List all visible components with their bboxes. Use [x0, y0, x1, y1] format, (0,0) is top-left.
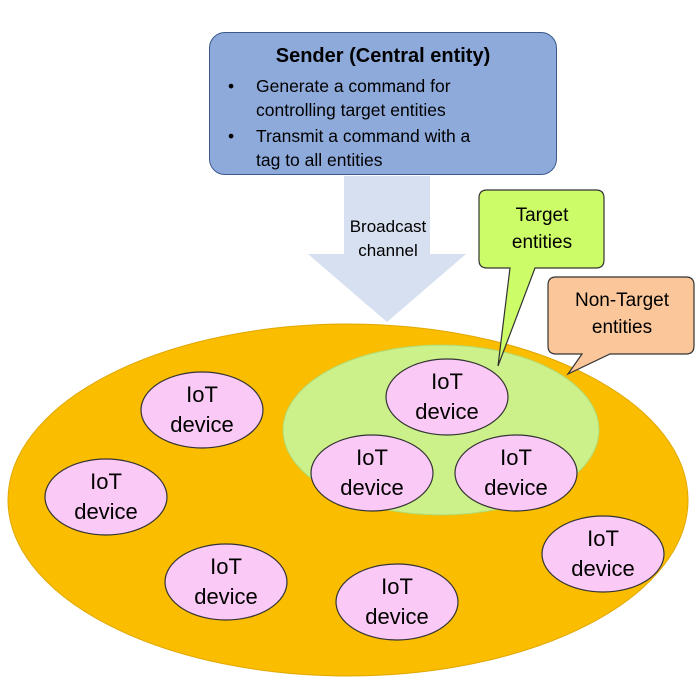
- iot-device-ellipse: [140, 371, 264, 449]
- iot-device-label: IoT device: [337, 572, 457, 632]
- iot-device-line: device: [415, 399, 479, 424]
- sender-item-line: Generate a command for: [256, 76, 451, 96]
- target-callout-line: Target: [515, 205, 569, 226]
- iot-device-label: IoT device: [142, 380, 262, 440]
- iot-device-ellipse: [541, 515, 665, 593]
- iot-device-line: IoT: [90, 469, 122, 494]
- target-callout-label: Target entities: [484, 202, 600, 256]
- iot-device-line: IoT: [356, 445, 388, 470]
- iot-device-line: IoT: [500, 445, 532, 470]
- iot-device-label: IoT device: [387, 367, 507, 427]
- sender-list: • Generate a command for controlling tar…: [228, 74, 538, 172]
- bullet: •: [228, 126, 235, 146]
- iot-device-ellipse: [310, 434, 434, 512]
- nontarget-callout-bubble: [547, 276, 695, 376]
- iot-device-line: device: [194, 584, 258, 609]
- nontarget-callout-line: entities: [591, 317, 653, 338]
- iot-device-line: device: [340, 475, 404, 500]
- iot-device-line: device: [484, 475, 548, 500]
- iot-device-label: IoT device: [312, 443, 432, 503]
- iot-device-label: IoT device: [46, 467, 166, 527]
- iot-device-label: IoT device: [166, 552, 286, 612]
- iot-device-line: device: [170, 412, 234, 437]
- sender-box: Sender (Central entity) • Generate a com…: [209, 32, 557, 175]
- sender-list-item: • Generate a command for controlling tar…: [228, 74, 538, 122]
- iot-device-ellipse: [44, 458, 168, 536]
- iot-device-ellipse: [454, 434, 578, 512]
- sender-title: Sender (Central entity): [275, 45, 491, 67]
- iot-device-line: IoT: [431, 369, 463, 394]
- iot-device-line: device: [571, 556, 635, 581]
- iot-device-label: IoT device: [543, 524, 663, 584]
- sender-item-line: Transmit a command with a: [256, 126, 471, 146]
- iot-device-line: IoT: [186, 382, 218, 407]
- iot-device-label: IoT device: [456, 443, 576, 503]
- iot-device-line: IoT: [210, 554, 242, 579]
- iot-device-ellipse: [335, 563, 459, 641]
- iot-device-line: IoT: [381, 574, 413, 599]
- broadcast-line: Broadcast: [349, 217, 427, 236]
- target-callout-line: entities: [511, 232, 573, 253]
- sender-item-line: controlling target entities: [256, 100, 446, 120]
- iot-device-ellipse: [385, 358, 509, 436]
- nontarget-callout-label: Non-Target entities: [552, 287, 692, 341]
- iot-device-ellipse: [164, 543, 288, 621]
- target-callout-bubble: [478, 189, 605, 367]
- broadcast-label: Broadcast channel: [318, 215, 458, 263]
- iot-device-line: device: [365, 604, 429, 629]
- broadcast-arrow: [308, 176, 466, 322]
- sender-list-item: • Transmit a command with a tag to all e…: [228, 124, 538, 172]
- iot-device-line: device: [74, 499, 138, 524]
- bullet: •: [228, 76, 235, 96]
- sender-item-line: tag to all entities: [256, 150, 383, 170]
- nontarget-callout-line: Non-Target: [575, 290, 669, 311]
- iot-device-line: IoT: [587, 526, 619, 551]
- broadcast-line: channel: [358, 241, 418, 260]
